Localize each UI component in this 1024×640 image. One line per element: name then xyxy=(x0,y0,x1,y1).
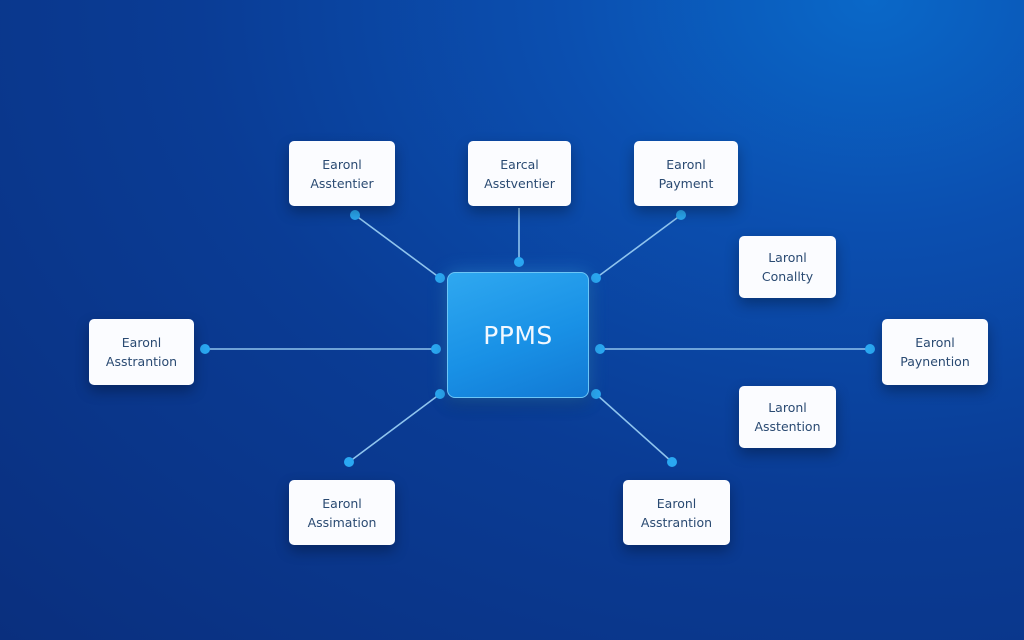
connector-top-left xyxy=(354,214,441,279)
connector-dot xyxy=(667,457,677,467)
node-right-lower[interactable]: Laronl Asstention xyxy=(739,386,836,448)
node-line1: Earonl xyxy=(656,495,697,511)
node-line1: Earonl xyxy=(915,335,955,350)
node-top-right[interactable]: Earonl Payment xyxy=(634,141,738,206)
node-line2: Asstrantion xyxy=(105,354,178,369)
node-line2: Paynention xyxy=(900,354,970,369)
connector-dot xyxy=(435,273,445,283)
node-line1: Earonl xyxy=(121,335,162,350)
node-line2: Asstentier xyxy=(310,175,374,191)
node-line2: Assimation xyxy=(307,514,377,530)
node-line1: Laronl xyxy=(768,400,807,415)
connector-dot xyxy=(591,389,601,399)
connector-dot xyxy=(676,210,686,220)
connector-dot xyxy=(514,257,524,267)
node-line1: Earonl xyxy=(322,495,362,511)
hub-label: PPMS xyxy=(483,320,553,350)
node-line2: Conallty xyxy=(761,269,814,284)
node-right[interactable]: Earonl Paynention xyxy=(882,319,988,385)
connector-dot xyxy=(344,457,354,467)
connector-dot xyxy=(435,389,445,399)
node-bottom-left[interactable]: Earonl Assimation xyxy=(289,480,395,545)
node-line2: Asstventier xyxy=(484,175,555,191)
node-line1: Earonl xyxy=(322,156,362,172)
node-line2: Asstention xyxy=(754,419,821,434)
node-top-left[interactable]: Earonl Asstentier xyxy=(289,141,395,206)
node-line1: Laronl xyxy=(768,250,807,265)
node-line2: Payment xyxy=(658,175,714,191)
hub-node[interactable]: PPMS xyxy=(447,272,589,398)
connector-dot xyxy=(350,210,360,220)
node-line1: Earcal xyxy=(500,156,539,172)
connector-dot xyxy=(865,344,875,354)
connector-bottom-left xyxy=(348,393,441,463)
connector-top-right xyxy=(595,214,682,279)
node-bottom-right[interactable]: Earonl Asstrantion xyxy=(623,480,730,545)
node-top-center[interactable]: Earcal Asstventier xyxy=(468,141,571,206)
node-right-upper[interactable]: Laronl Conallty xyxy=(739,236,836,298)
node-line2: Asstrantion xyxy=(640,514,713,530)
connector-dot xyxy=(591,273,601,283)
node-left[interactable]: Earonl Asstrantion xyxy=(89,319,194,385)
connector-bottom-right xyxy=(595,393,673,463)
node-line1: Earonl xyxy=(666,156,706,172)
connector-dot xyxy=(595,344,605,354)
connector-dot xyxy=(200,344,210,354)
connector-dot xyxy=(431,344,441,354)
